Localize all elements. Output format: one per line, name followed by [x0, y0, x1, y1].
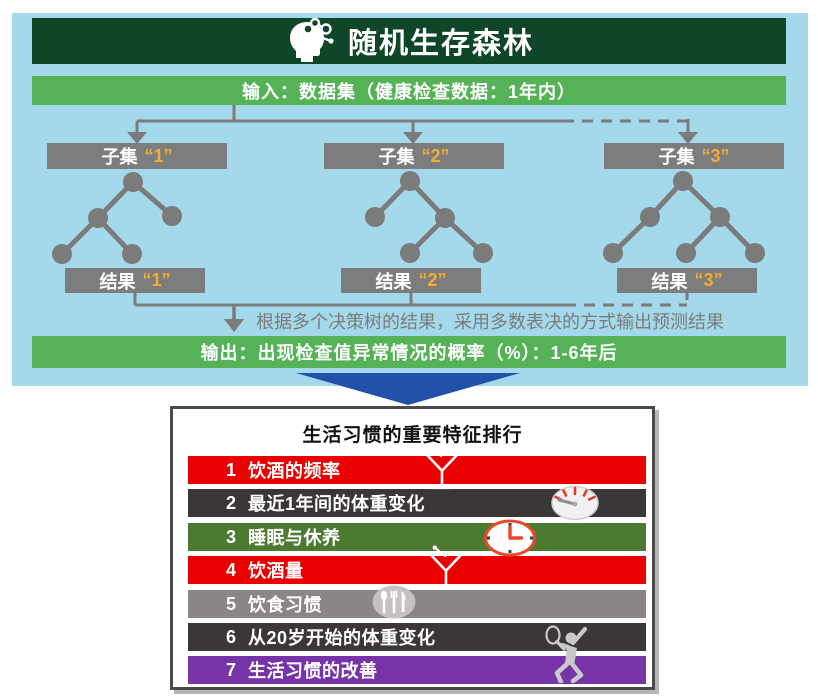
input-bar: 输入：数据集（健康检查数据：1年内） [32, 76, 786, 105]
vote-caption: 根据多个决策树的结果，采用多数表决的方式输出预测结果 [256, 312, 724, 332]
subset-number: “1” [144, 145, 173, 166]
decision-tree-3 [603, 171, 765, 263]
clock-icon [484, 519, 536, 557]
scale-icon [551, 485, 599, 521]
brain-network-icon [289, 18, 334, 62]
result-number: “2” [418, 270, 447, 290]
rank-label: 饮酒量 [248, 561, 304, 581]
rank-label: 最近1年间的体重变化 [248, 494, 426, 514]
rank-number: 4 [225, 559, 236, 580]
cocktail-icon [424, 445, 460, 490]
flow-panel: 随机生存森林 输入：数据集（健康检查数据：1年内） 子集 “1” 子集 “2” … [12, 13, 808, 386]
rank-number: 3 [225, 526, 236, 547]
result-number: “3” [694, 270, 723, 290]
vote-arrowhead [224, 319, 244, 332]
result-label: 结果 [99, 271, 136, 292]
merge-lines [133, 293, 689, 321]
subset-box-3: 子集 “3” [604, 143, 784, 169]
result-box-1: 结果 “1” [65, 268, 205, 293]
ranking-row-4: 4 饮酒量 [188, 556, 646, 584]
rank-number: 2 [225, 492, 236, 513]
subset-box-2: 子集 “2” [324, 143, 504, 169]
result-number: “1” [142, 270, 171, 290]
subset-label: 子集 [658, 147, 695, 167]
rank-label: 饮酒的频率 [248, 461, 341, 481]
rank-label: 睡眠与休养 [248, 528, 341, 548]
rank-label: 从20岁开始的体重变化 [248, 628, 436, 648]
ranking-panel: 生活习惯的重要特征排行 1 饮酒的频率 2 最近1年间的体重变化 3 睡眠与休养… [170, 406, 655, 690]
diagram-header: 随机生存森林 [32, 18, 786, 64]
decision-tree-1 [52, 172, 182, 264]
down-arrowheads [127, 132, 698, 144]
subset-box-1: 子集 “1” [47, 143, 227, 169]
subset-number: “2” [421, 145, 450, 166]
output-bar: 输出：出现检查值异常情况的概率（%）：1-6年后 [32, 336, 786, 368]
cutlery-icon [372, 585, 416, 619]
ranking-row-1: 1 饮酒的频率 [188, 456, 646, 484]
decision-tree-2 [365, 171, 493, 263]
rank-number: 6 [225, 626, 236, 647]
connector-diagram [52, 105, 765, 332]
result-label: 结果 [375, 271, 412, 292]
tennis-player-icon [545, 625, 588, 683]
big-down-arrow-icon [296, 373, 520, 405]
distribution-lines [135, 105, 690, 134]
diagram-title: 随机生存森林 [347, 28, 534, 60]
rank-number: 5 [225, 593, 236, 614]
result-box-3: 结果 “3” [617, 268, 757, 293]
result-label: 结果 [651, 271, 688, 292]
subset-label: 子集 [101, 147, 138, 167]
ranking-title: 生活习惯的重要特征排行 [302, 425, 523, 446]
rank-label: 饮食习惯 [248, 595, 322, 615]
result-box-2: 结果 “2” [341, 268, 481, 293]
subset-label: 子集 [378, 147, 415, 167]
rank-number: 1 [225, 459, 236, 480]
cocktail-icon [428, 545, 464, 590]
rank-number: 7 [225, 659, 236, 680]
subset-number: “3” [701, 145, 730, 166]
ranking-row-5: 5 饮食习惯 [188, 590, 646, 618]
rank-label: 生活习惯的改善 [248, 661, 378, 681]
ranking-row-7: 7 生活习惯的改善 [188, 656, 646, 684]
ranking-row-3: 3 睡眠与休养 [188, 523, 646, 551]
